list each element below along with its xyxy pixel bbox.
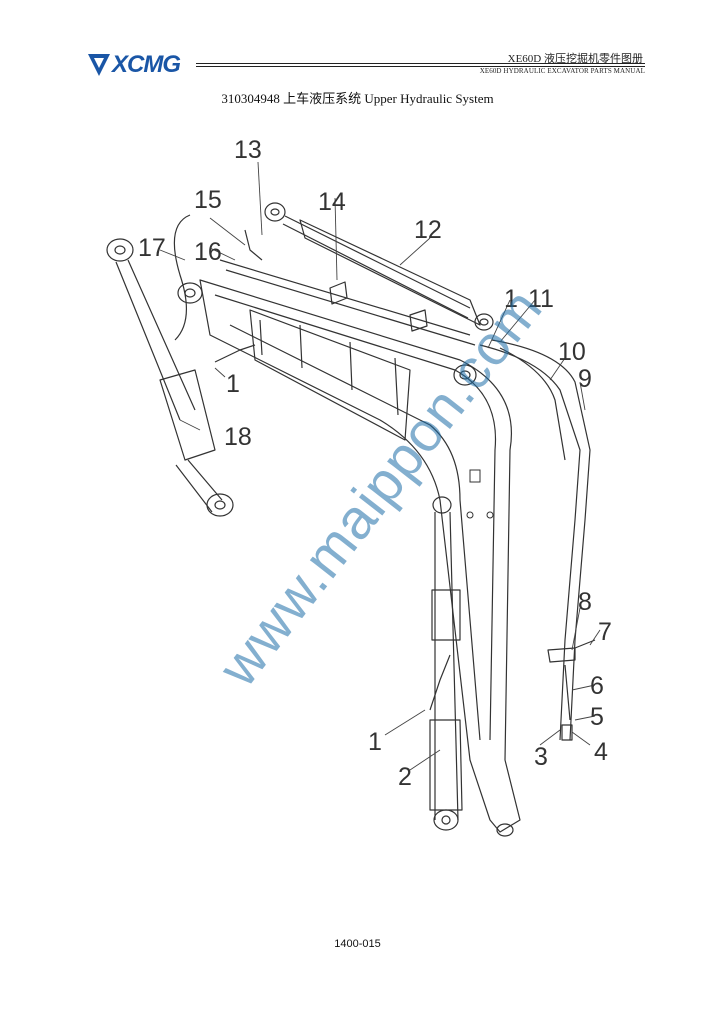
boom-outline (199, 279, 521, 833)
hose-17 (173, 214, 191, 341)
xcmg-logo: XCMG (86, 50, 204, 80)
arm-cylinder-2 (429, 496, 463, 831)
boom-inner-line (214, 294, 497, 741)
callout-16: 16 (194, 238, 222, 266)
callout-12: 12 (414, 216, 442, 244)
xcmg-emblem-icon (88, 54, 110, 76)
manual-title-en: XE60D HYDRAULIC EXCAVATOR PARTS MANUAL (479, 67, 645, 75)
clamp-8 (547, 647, 576, 663)
boom-foot-pin (177, 282, 203, 304)
logo-wordmark: XCMG (112, 51, 181, 78)
callout-1-left: 1 (226, 370, 240, 398)
boom-side-panel (249, 309, 411, 441)
callout-6: 6 (590, 672, 604, 700)
callout-2: 2 (398, 763, 412, 791)
parts-drawing: 13 14 12 15 16 17 11 1 10 9 1 18 8 7 6 5… (0, 120, 715, 860)
boom-web-line (259, 319, 399, 416)
excavator-boom-drawing: 13 14 12 15 16 17 11 1 10 9 1 18 8 7 6 5… (106, 136, 612, 837)
manual-title-cn: XE60D 液压挖掘机零件图册 (507, 53, 643, 65)
callout-10: 10 (558, 338, 586, 366)
header-rule (196, 66, 645, 67)
fitting-4 (561, 724, 573, 741)
callout-17: 17 (138, 234, 166, 262)
hose-15 (244, 229, 263, 261)
bucket-cylinder-18 (106, 238, 234, 517)
callout-14: 14 (318, 188, 346, 216)
pipe-clamp (329, 281, 348, 305)
boom-inner-line (229, 324, 481, 741)
hose-bundle (499, 347, 566, 461)
callout-8: 8 (578, 588, 592, 616)
callout-9: 9 (578, 365, 592, 393)
boom-top-pin (453, 364, 477, 386)
section-title: 310304948 上车液压系统 Upper Hydraulic System (221, 91, 494, 106)
hose-1 (214, 344, 256, 363)
callout-3: 3 (534, 743, 548, 771)
callout-1-top: 1 (504, 285, 518, 313)
pipe-14 (219, 259, 471, 336)
arm-end-pin (496, 823, 514, 837)
hose-6 (564, 664, 571, 721)
callout-13: 13 (234, 136, 262, 164)
callout-5: 5 (590, 703, 604, 731)
bolt-7 (574, 639, 596, 649)
callout-7: 7 (598, 618, 612, 646)
pipe-14 (225, 269, 476, 346)
boom-cylinder-12 (264, 202, 494, 331)
hose-bundle-10 (479, 344, 581, 741)
callout-18: 18 (224, 423, 252, 451)
header-rule (196, 63, 645, 64)
callout-1-bottom: 1 (368, 728, 382, 756)
callout-11: 11 (528, 285, 554, 313)
pipe-clamp (409, 309, 428, 332)
hose-1-lower (429, 654, 451, 711)
callout-4: 4 (594, 738, 608, 766)
callout-15: 15 (194, 186, 222, 214)
page-number: 1400-015 (334, 938, 381, 950)
hose-bundle-9 (491, 339, 591, 741)
